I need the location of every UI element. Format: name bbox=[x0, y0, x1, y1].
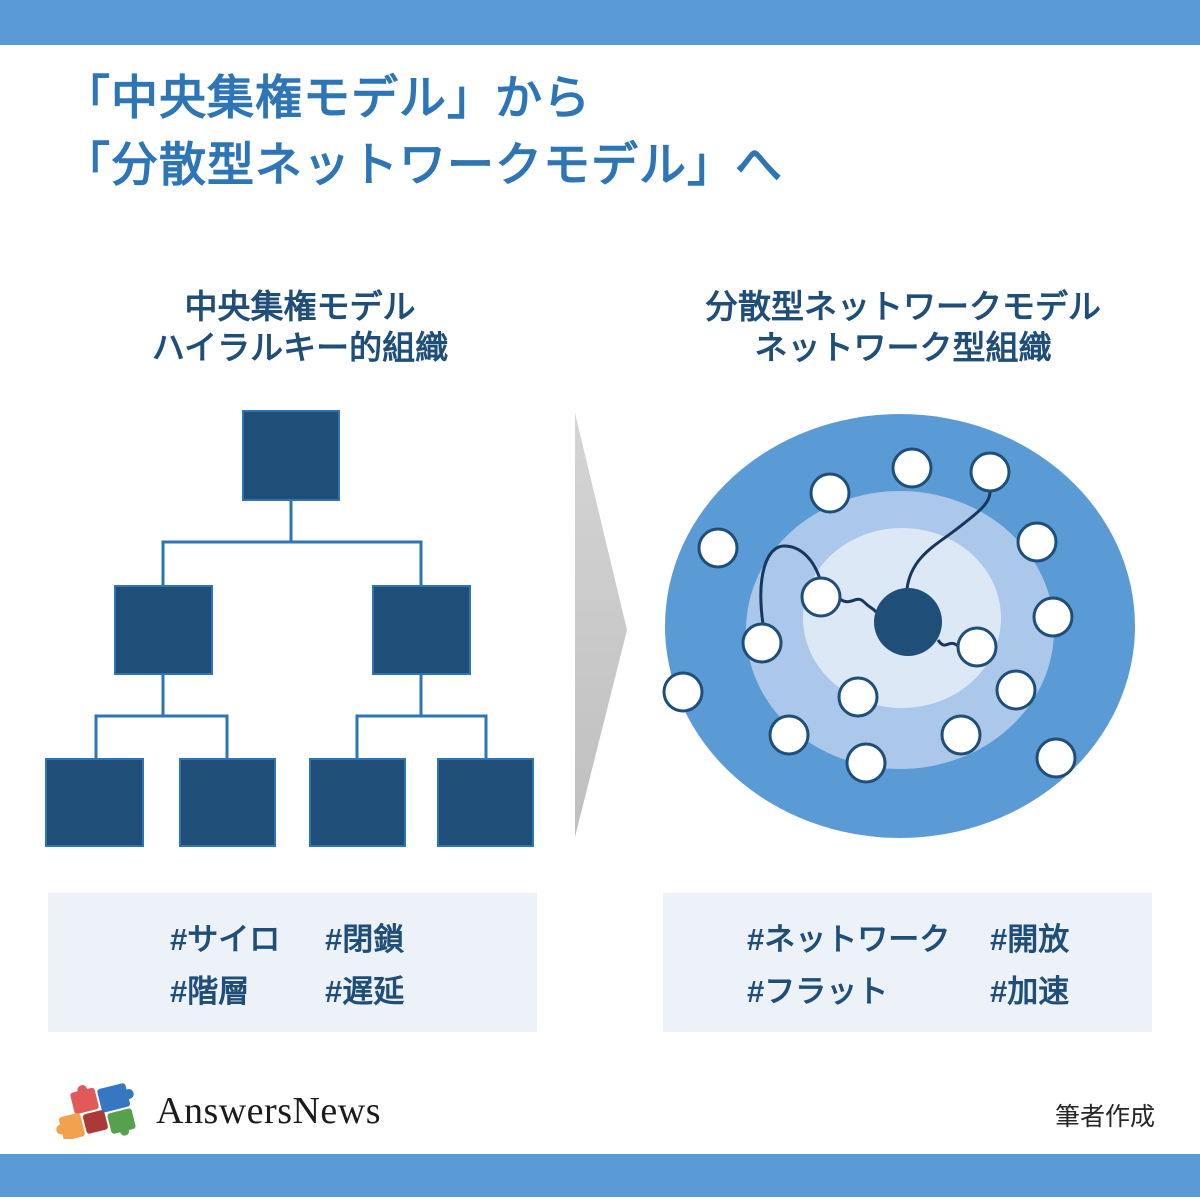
puzzle-logo-icon bbox=[56, 1083, 136, 1139]
network-node bbox=[940, 714, 982, 756]
left-hashtag-box: #サイロ #閉鎖 #階層 #遅延 bbox=[48, 893, 537, 1032]
network-nodes bbox=[662, 447, 1077, 784]
hashtag-row: #階層 #遅延 bbox=[170, 962, 537, 1014]
left-heading-line-2: ハイラルキー的組織 bbox=[151, 329, 449, 366]
credit-text: 筆者作成 bbox=[1054, 1103, 1155, 1131]
network-node bbox=[891, 447, 933, 489]
hashtag: #ネットワーク bbox=[747, 921, 951, 957]
hashtag-row: #フラット #加速 bbox=[747, 962, 1152, 1014]
org-chart-connectors bbox=[94, 500, 488, 759]
hashtag: #開放 bbox=[990, 921, 1070, 957]
right-hashtag-box: #ネットワーク #開放 #フラット #加速 bbox=[663, 893, 1152, 1032]
hashtag: #サイロ bbox=[170, 921, 281, 957]
title-line-2: 「分散型ネットワークモデル」へ bbox=[63, 138, 783, 191]
hashtag: #閉鎖 bbox=[325, 921, 405, 957]
network-node bbox=[969, 451, 1011, 493]
network-node bbox=[662, 671, 704, 713]
network-node bbox=[995, 669, 1037, 711]
org-box-bottom-3 bbox=[309, 758, 406, 847]
network-node bbox=[1016, 521, 1058, 563]
left-column-heading: 中央集権モデル ハイラルキー的組織 bbox=[60, 286, 540, 368]
network-node bbox=[1035, 737, 1077, 779]
network-diagram bbox=[662, 414, 1135, 838]
network-node bbox=[697, 527, 739, 569]
org-box-bottom-1 bbox=[45, 758, 144, 847]
network-node bbox=[956, 626, 998, 668]
network-node bbox=[741, 622, 783, 664]
org-box-mid-right bbox=[372, 585, 471, 675]
right-column-heading: 分散型ネットワークモデル ネットワーク型組織 bbox=[653, 286, 1153, 368]
hashtag: #フラット bbox=[747, 973, 889, 1009]
bottom-accent-bar bbox=[0, 1154, 1200, 1197]
diagram-area bbox=[45, 410, 1135, 847]
logo-text: AnswersNews bbox=[156, 1090, 382, 1132]
transition-arrow-icon bbox=[575, 413, 627, 837]
network-node bbox=[800, 576, 842, 618]
network-node bbox=[845, 742, 887, 784]
network-node bbox=[809, 472, 851, 514]
hashtag-row: #サイロ #閉鎖 bbox=[170, 910, 537, 962]
title-line-1: 「中央集権モデル」から bbox=[63, 71, 591, 124]
network-links bbox=[759, 491, 992, 648]
page-title: 「中央集権モデル」から 「分散型ネットワークモデル」へ bbox=[63, 64, 783, 198]
hashtag: #階層 bbox=[170, 973, 250, 1009]
top-accent-bar bbox=[0, 0, 1200, 45]
hashtag-row: #ネットワーク #開放 bbox=[747, 910, 1152, 962]
org-box-bottom-2 bbox=[179, 758, 276, 847]
org-chart-boxes bbox=[45, 410, 534, 847]
network-node bbox=[768, 714, 810, 756]
network-hub-node bbox=[874, 588, 942, 656]
org-box-top bbox=[242, 410, 340, 501]
network-node bbox=[837, 676, 879, 718]
network-node bbox=[1032, 596, 1074, 638]
right-heading-line-2: ネットワーク型組織 bbox=[754, 329, 1052, 366]
org-chart-diagram bbox=[45, 410, 534, 847]
answersnews-logo: AnswersNews bbox=[55, 1083, 381, 1139]
org-box-mid-left bbox=[114, 585, 213, 675]
hashtag: #加速 bbox=[990, 973, 1070, 1009]
hashtag: #遅延 bbox=[325, 973, 405, 1009]
left-heading-line-1: 中央集権モデル bbox=[184, 288, 416, 325]
right-heading-line-1: 分散型ネットワークモデル bbox=[705, 288, 1101, 325]
org-box-bottom-4 bbox=[437, 758, 534, 847]
